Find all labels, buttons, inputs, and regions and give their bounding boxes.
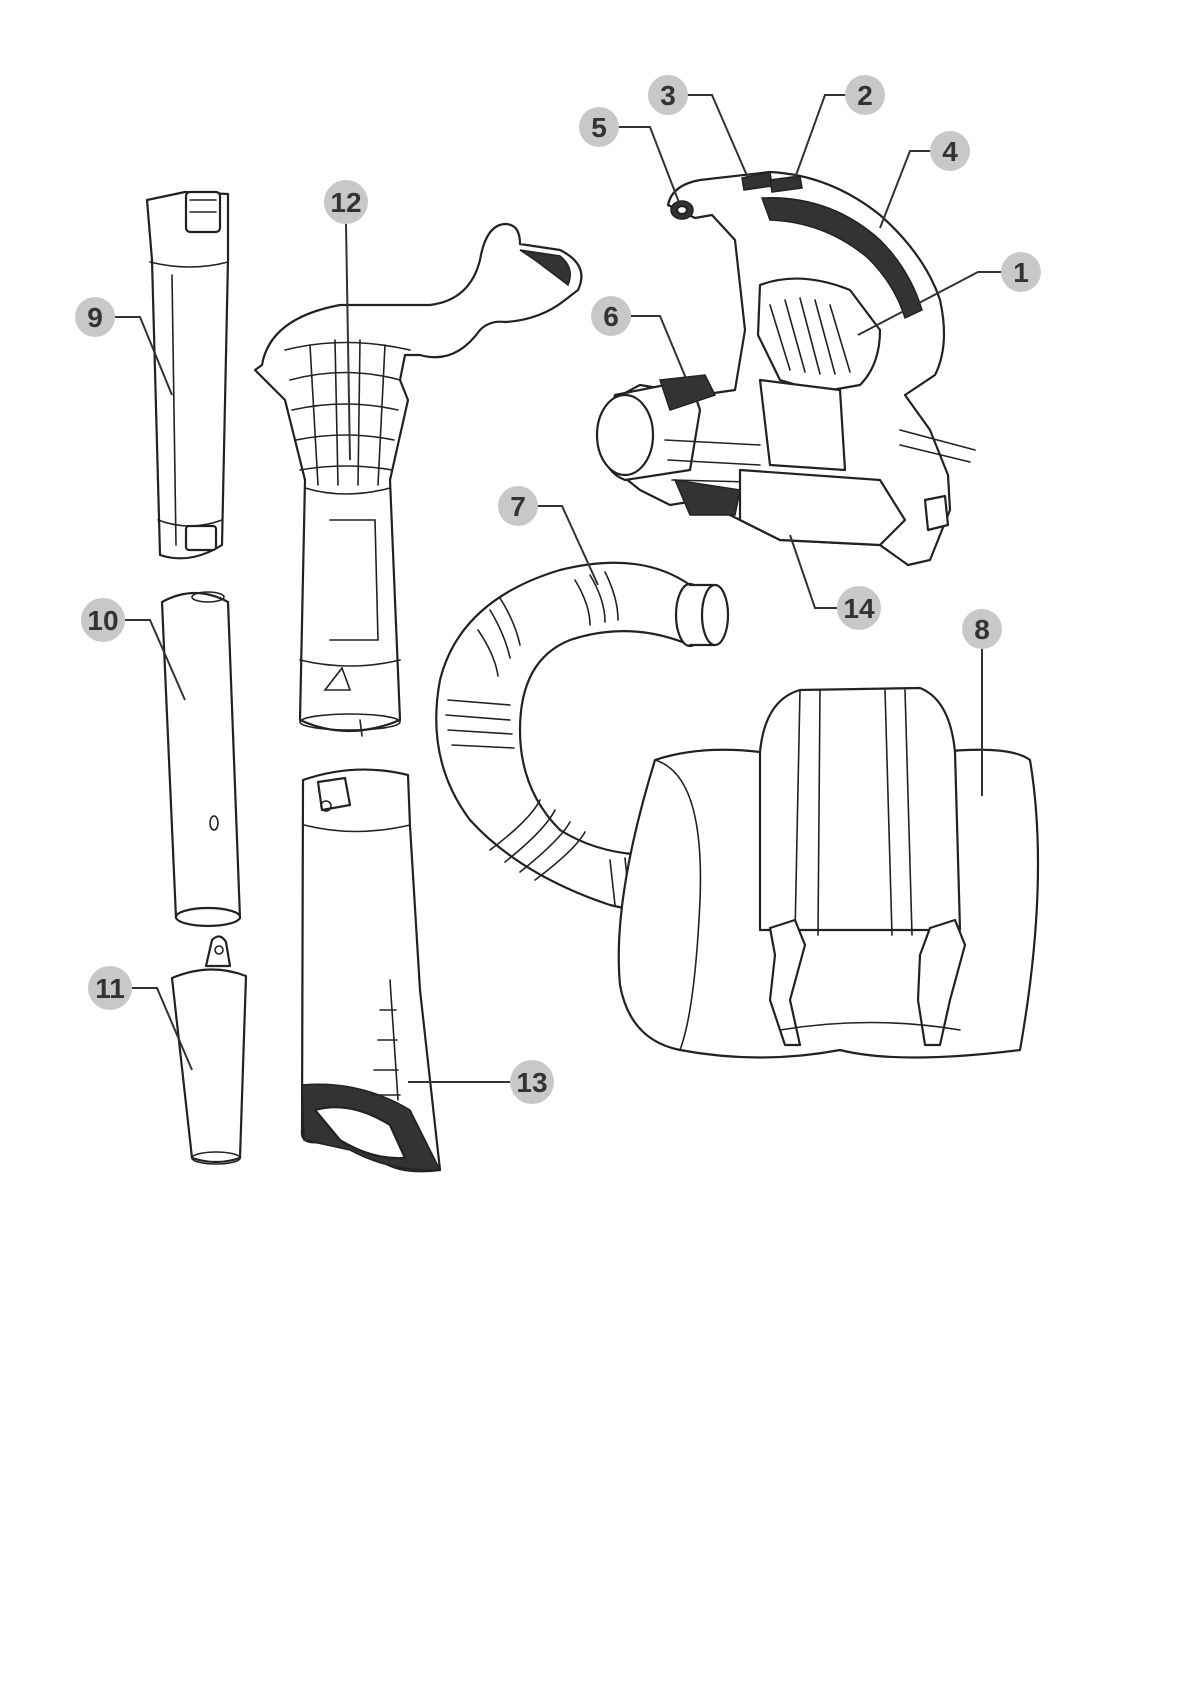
callout-10-label: 10 xyxy=(87,605,118,636)
callout-8-label: 8 xyxy=(974,614,990,645)
callout-5: 5 xyxy=(579,107,680,205)
callout-1-label: 1 xyxy=(1013,257,1029,288)
callout-4-label: 4 xyxy=(942,136,958,167)
callout-14-label: 14 xyxy=(843,593,875,624)
callout-13-label: 13 xyxy=(516,1067,547,1098)
part-main-housing xyxy=(597,172,975,565)
part-13-lower-tube xyxy=(302,770,440,1172)
callout-14: 14 xyxy=(790,535,881,630)
callout-12-label: 12 xyxy=(330,187,361,218)
callout-11-label: 11 xyxy=(95,973,125,1004)
callout-9-label: 9 xyxy=(87,302,103,333)
callout-4: 4 xyxy=(880,131,970,228)
callout-2: 2 xyxy=(795,75,885,178)
part-10-middle-tube xyxy=(162,592,240,926)
callout-7-label: 7 xyxy=(510,491,526,522)
part-9-upper-tube xyxy=(147,192,228,558)
part-8-collection-bag xyxy=(619,688,1038,1058)
callout-2-label: 2 xyxy=(857,80,873,111)
callout-6: 6 xyxy=(591,296,690,388)
callout-3-label: 3 xyxy=(660,80,676,111)
callout-6-label: 6 xyxy=(603,301,619,332)
callout-5-label: 5 xyxy=(591,112,607,143)
